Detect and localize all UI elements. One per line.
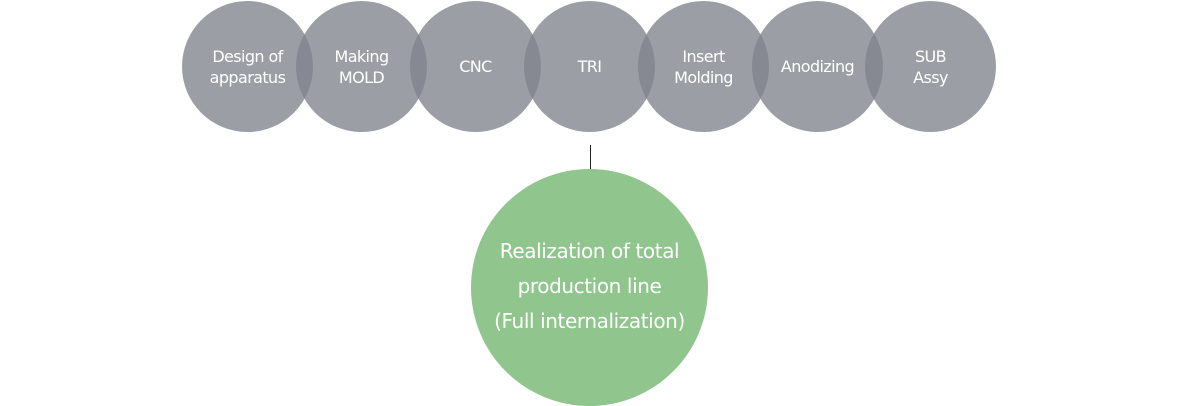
step-label: Insert Molding xyxy=(674,46,733,87)
step-sub-assy: SUB Assy xyxy=(865,1,996,132)
result-label: Realization of total production line (Fu… xyxy=(494,239,685,333)
result-circle: Realization of total production line (Fu… xyxy=(471,169,708,406)
step-label: SUB Assy xyxy=(913,46,948,87)
step-label: Making MOLD xyxy=(334,46,389,87)
step-anodizing: Anodizing xyxy=(752,1,883,132)
step-label: Design of apparatus xyxy=(209,46,286,87)
step-insert-molding: Insert Molding xyxy=(638,1,769,132)
step-label: CNC xyxy=(459,57,492,76)
step-cnc: CNC xyxy=(410,1,541,132)
step-label: Anodizing xyxy=(780,57,855,76)
step-label: TRI xyxy=(577,57,602,76)
step-making-mold: Making MOLD xyxy=(296,1,427,132)
step-design-of-apparatus: Design of apparatus xyxy=(182,1,313,132)
down-arrow-line xyxy=(590,145,591,188)
step-tri: TRI xyxy=(524,1,655,132)
